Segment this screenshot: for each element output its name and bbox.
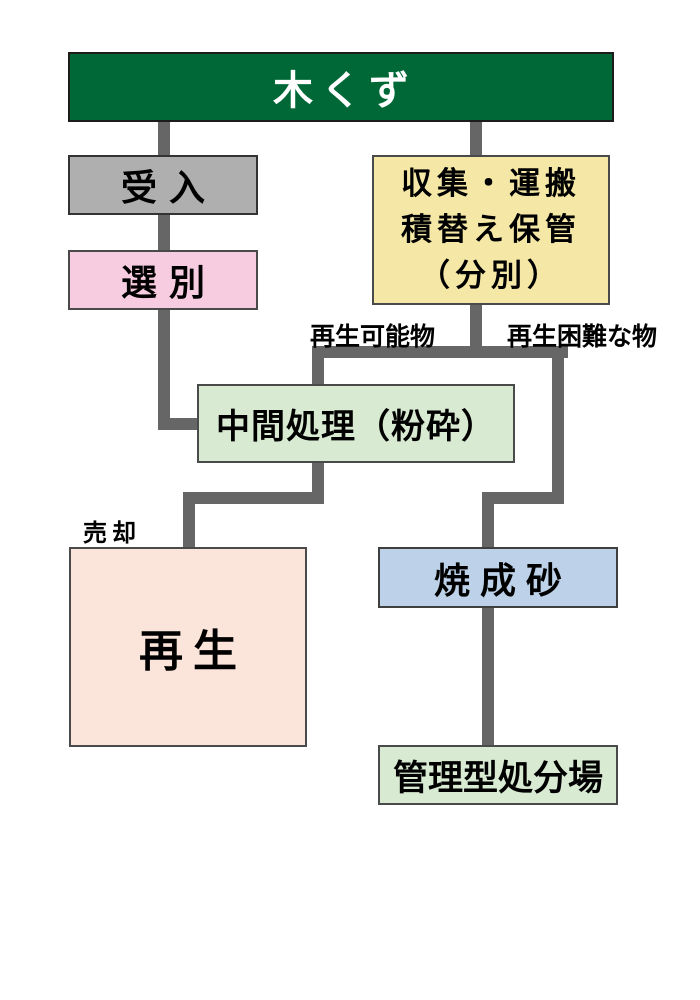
box-collection-line3: （分別） — [419, 258, 563, 293]
box-intermediate-processing: 中間処理（粉砕） — [197, 384, 515, 463]
connector-into-calcined-sand — [482, 492, 494, 550]
box-collection-line1: 収集・運搬 — [401, 166, 581, 201]
label-recyclable: 再生可能物 — [310, 323, 436, 351]
box-sorting: 選別 — [68, 250, 258, 310]
box-collection-transport: 収集・運搬 積替え保管 （分別） — [372, 155, 610, 305]
banner-wood-waste: 木くず — [68, 52, 614, 122]
box-calcined-sand-label: 焼成砂 — [433, 559, 572, 601]
connector-banner-to-collection — [470, 120, 482, 157]
connector-sand-to-landfill — [482, 606, 494, 747]
box-acceptance-label: 受入 — [120, 167, 217, 208]
connector-sorting-down — [158, 308, 170, 430]
box-collection-line2: 積替え保管 — [401, 212, 581, 247]
connector-split-to-intermediate — [312, 346, 324, 388]
box-sorting-label: 選別 — [120, 262, 217, 303]
connector-collection-down — [470, 303, 482, 350]
connector-jog-right — [482, 492, 564, 504]
box-recycling: 再生 — [69, 547, 307, 747]
box-recycling-label: 再生 — [139, 627, 247, 676]
box-controlled-landfill-label: 管理型処分場 — [392, 758, 603, 798]
connector-acceptance-to-sorting — [158, 213, 170, 252]
label-sale: 売却 — [83, 520, 141, 547]
banner-label: 木くず — [273, 69, 417, 113]
box-controlled-landfill: 管理型処分場 — [378, 745, 618, 805]
box-calcined-sand: 焼成砂 — [378, 547, 618, 608]
box-intermediate-label: 中間処理（粉砕） — [216, 408, 496, 446]
label-difficult-to-recycle: 再生困難な物 — [507, 323, 658, 351]
connector-sorting-into-intermediate — [158, 418, 200, 430]
connector-banner-to-acceptance — [158, 120, 170, 157]
connector-split-bar — [313, 346, 568, 358]
box-acceptance: 受入 — [68, 155, 258, 215]
connector-jog-left — [183, 492, 324, 504]
connector-split-right-down — [552, 346, 564, 504]
connector-into-recycling — [183, 492, 195, 550]
